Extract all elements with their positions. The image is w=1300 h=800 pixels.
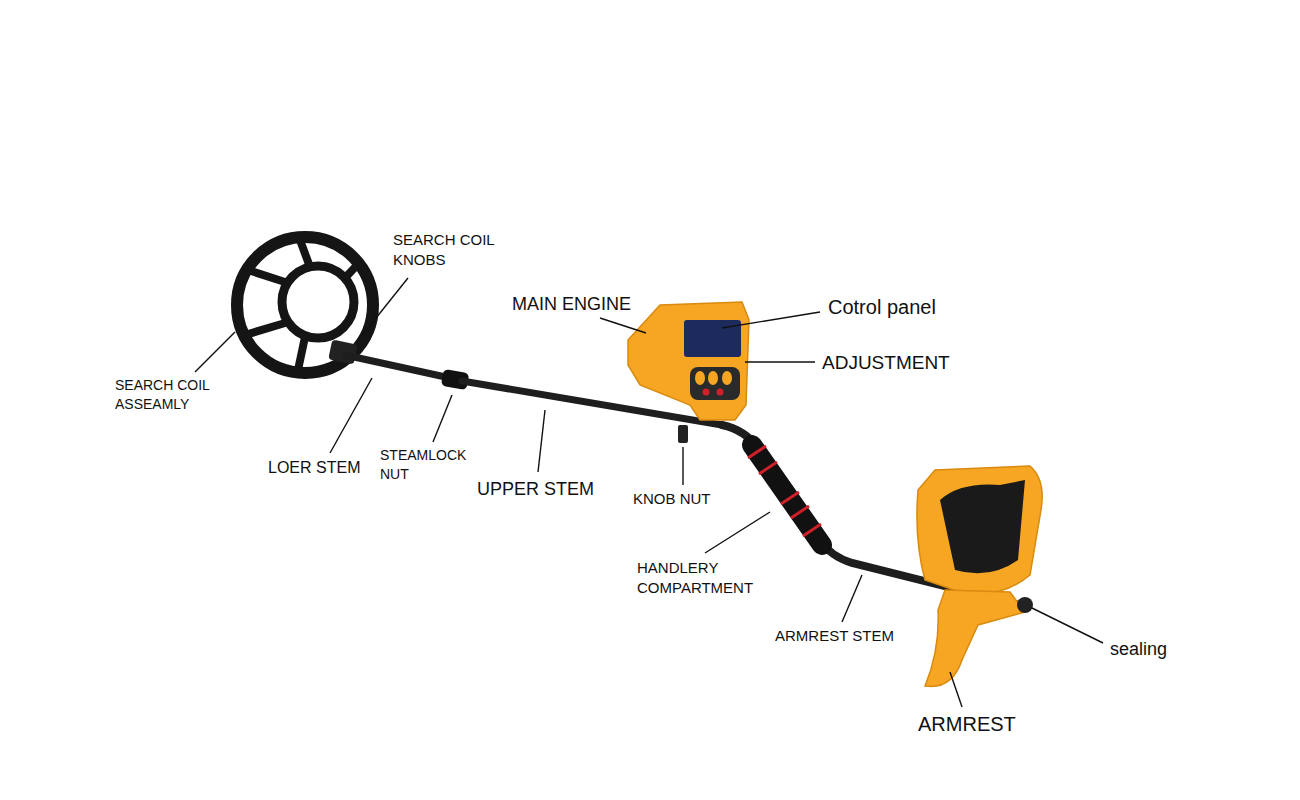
engine-housing <box>628 302 749 420</box>
button <box>717 389 724 396</box>
coil-spoke <box>300 240 310 267</box>
knob-nut <box>678 425 688 443</box>
part-label: SEARCH COIL KNOBS <box>393 230 508 271</box>
grip-ring <box>781 492 799 504</box>
part-label: UPPER STEM <box>477 477 594 501</box>
grip-ring <box>803 524 821 536</box>
part-label: sealing <box>1110 637 1167 661</box>
button <box>708 371 718 385</box>
armrest-pad <box>940 480 1025 573</box>
handle-grip <box>752 445 822 545</box>
leader-lines <box>195 278 1103 707</box>
grip-ring <box>791 506 809 518</box>
sealing-cap <box>1017 597 1033 613</box>
coil-spoke <box>344 262 360 279</box>
part-label: SEARCH COIL ASSEAMLY <box>115 376 227 414</box>
button <box>722 371 732 385</box>
part-label: KNOB NUT <box>633 489 711 509</box>
part-label: ARMREST <box>918 711 1016 738</box>
leader-line <box>195 332 235 372</box>
leader-line <box>682 447 683 485</box>
leader-line <box>705 512 770 553</box>
button <box>695 371 705 385</box>
part-label: STEAMLOCK NUT <box>380 446 480 484</box>
part-label: Cotrol panel <box>828 294 936 321</box>
lower-stem <box>345 355 450 378</box>
leader-line <box>950 672 962 707</box>
part-label: LOER STEM <box>268 457 360 479</box>
leader-line <box>600 318 646 333</box>
armrest-fin <box>925 590 1025 686</box>
leader-line <box>745 361 815 362</box>
coil-ring <box>237 237 373 373</box>
armrest <box>917 466 1042 686</box>
part-label: ADJUSTMENT <box>822 350 950 376</box>
leader-line <box>330 378 372 453</box>
button <box>703 389 710 396</box>
keypad <box>690 367 740 400</box>
grip-ring <box>759 462 777 474</box>
part-label: MAIN ENGINE <box>512 292 631 316</box>
armrest-cuff <box>917 466 1042 594</box>
display-screen <box>684 320 741 357</box>
leader-line <box>360 278 408 338</box>
coil-spoke <box>248 270 288 283</box>
leader-line <box>1032 608 1103 643</box>
grip-rings <box>748 446 821 536</box>
leader-line <box>842 575 862 622</box>
search-coil <box>237 237 373 373</box>
part-label: HANDLERY COMPARTMENT <box>637 558 777 599</box>
grip-ring <box>748 446 766 458</box>
coil-spoke <box>245 323 285 335</box>
leader-line <box>433 395 452 442</box>
coil-spoke <box>298 337 305 370</box>
leader-line <box>722 312 820 328</box>
coil-mount <box>328 340 358 365</box>
main-engine <box>628 302 749 443</box>
part-label: ARMREST STEM <box>775 626 894 646</box>
leader-line <box>538 410 545 472</box>
